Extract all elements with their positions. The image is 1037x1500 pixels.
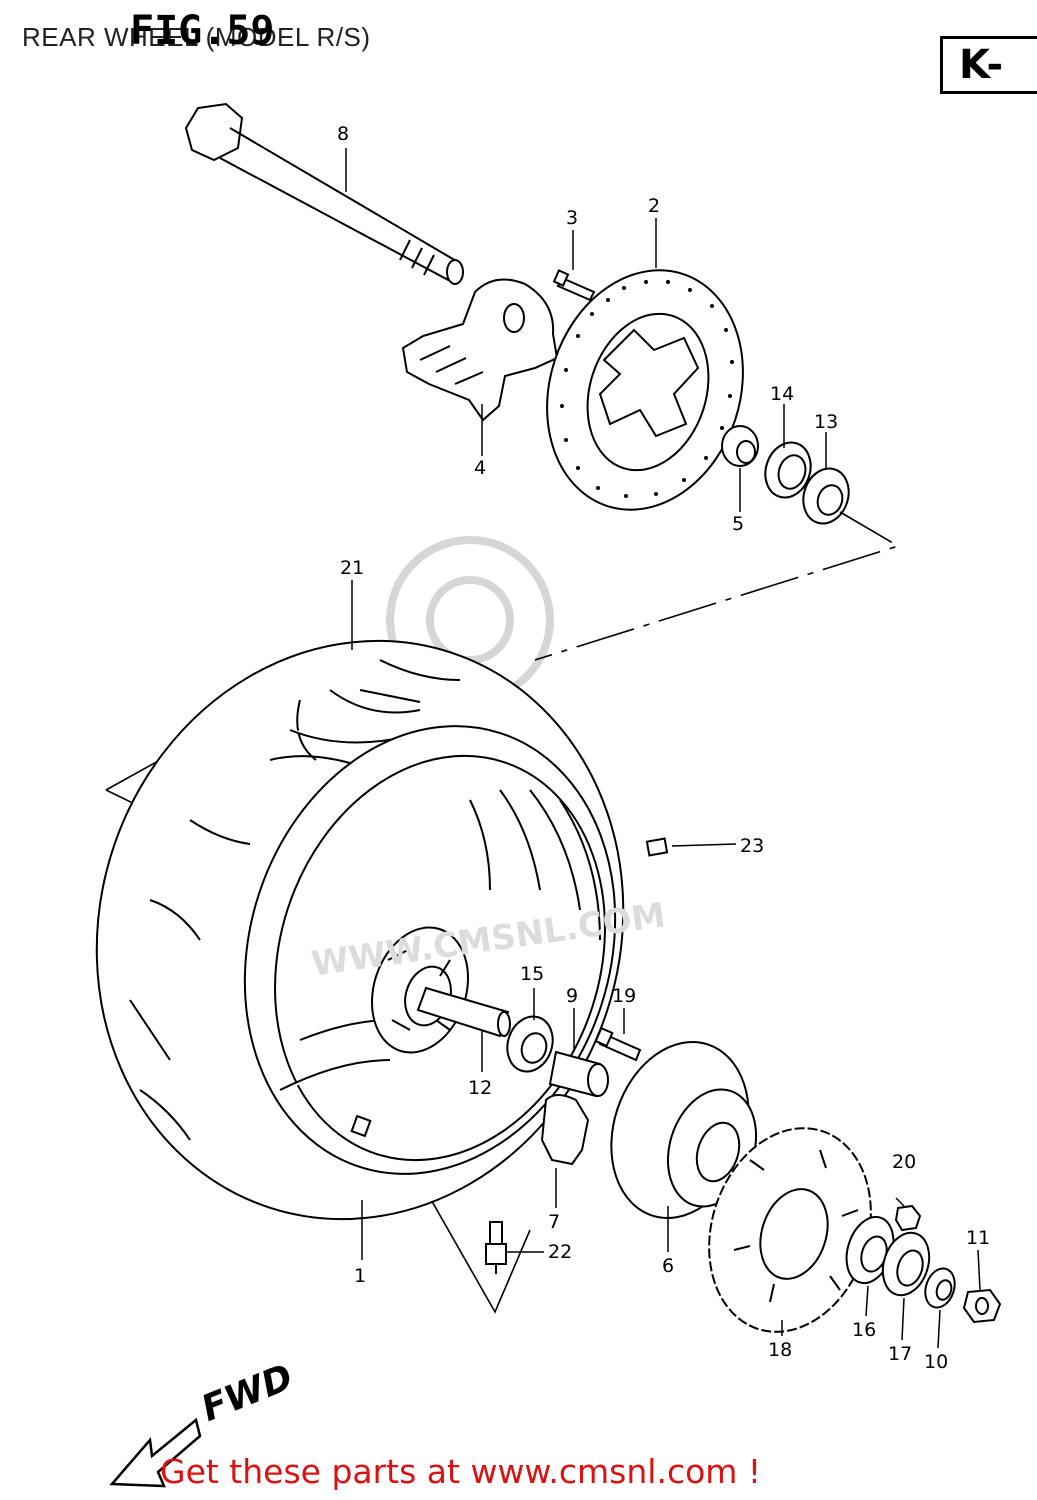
valve-part-22 xyxy=(485,1221,507,1274)
callout-2: 2 xyxy=(648,195,660,217)
callout-23: 23 xyxy=(740,835,764,857)
callout-14: 14 xyxy=(770,383,794,405)
spacer-part-12 xyxy=(416,986,511,1038)
callout-6: 6 xyxy=(662,1255,674,1277)
callout-17: 17 xyxy=(888,1343,912,1365)
seal-part-14 xyxy=(764,441,812,499)
nut-part-11 xyxy=(962,1288,1002,1324)
callout-7: 7 xyxy=(548,1211,560,1233)
axle-part xyxy=(184,102,464,285)
footer-link[interactable]: Get these parts at www.cmsnl.com ! xyxy=(160,1452,762,1491)
callout-21: 21 xyxy=(340,557,364,579)
bolt-part-3 xyxy=(552,269,596,302)
page-title: REAR WHEEL (MODEL R/S) xyxy=(22,22,371,52)
callout-16: 16 xyxy=(852,1319,876,1341)
callout-3: 3 xyxy=(566,207,578,229)
callout-5: 5 xyxy=(732,513,744,535)
model-code: K- xyxy=(959,42,1004,88)
bolt-part-19 xyxy=(594,1026,642,1062)
balance-weight-part-23 xyxy=(645,837,669,857)
spacer-part-9 xyxy=(548,1050,609,1098)
callout-13: 13 xyxy=(814,411,838,433)
sprocket-part xyxy=(708,1127,872,1333)
callout-19: 19 xyxy=(612,985,636,1007)
arrow-left-icon xyxy=(109,1417,202,1488)
figure-number: FIG.59 xyxy=(130,8,275,54)
spacer-part-10 xyxy=(924,1267,956,1309)
callout-9: 9 xyxy=(566,985,578,1007)
callout-18: 18 xyxy=(768,1339,792,1361)
callout-8: 8 xyxy=(337,123,349,145)
damper-part-7 xyxy=(540,1094,590,1166)
bearing-part-15 xyxy=(506,1015,554,1073)
nut-part-20 xyxy=(894,1204,922,1232)
callout-4: 4 xyxy=(474,457,486,479)
callout-12: 12 xyxy=(468,1077,492,1099)
callout-labels: 8 3 2 4 5 14 13 21 23 15 9 19 12 7 6 1 2… xyxy=(337,123,990,1373)
callout-20: 20 xyxy=(892,1151,916,1173)
caliper-bracket-part xyxy=(401,278,559,422)
brake-disc-part xyxy=(546,269,744,511)
callout-10: 10 xyxy=(924,1351,948,1373)
callout-11: 11 xyxy=(966,1227,990,1249)
seal-part-17 xyxy=(881,1231,931,1297)
leader-lines xyxy=(345,148,981,1349)
bearing-part-13 xyxy=(802,467,850,525)
model-code-box: K- xyxy=(940,36,1037,94)
callout-22: 22 xyxy=(548,1241,572,1263)
callout-15: 15 xyxy=(520,963,544,985)
spacer-part-5 xyxy=(721,425,759,467)
callout-1: 1 xyxy=(354,1265,366,1287)
